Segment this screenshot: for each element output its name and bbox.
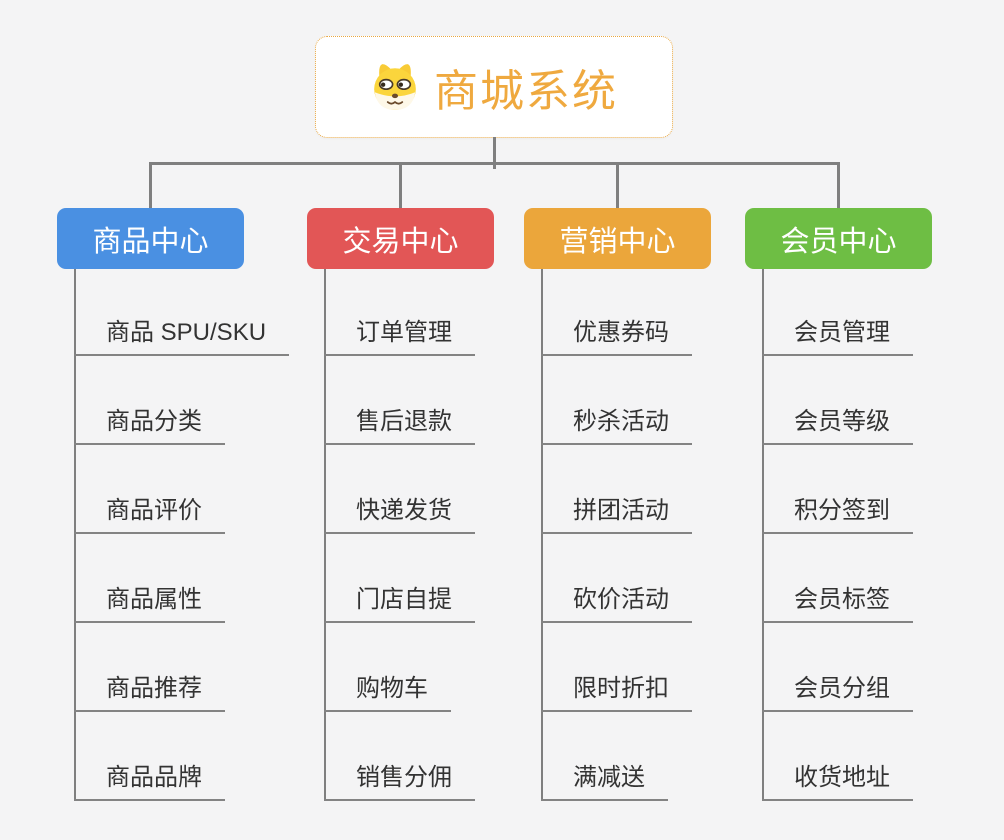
connector-root-stem: [493, 137, 496, 169]
branch-node-product-center[interactable]: 商品中心: [57, 208, 244, 269]
leaf-item[interactable]: 秒杀活动: [541, 397, 692, 445]
leaf-item[interactable]: 门店自提: [324, 575, 475, 623]
leaf-item[interactable]: 会员管理: [762, 308, 913, 356]
branch-marketing-center: 营销中心 优惠券码 秒杀活动 拼团活动 砍价活动 限时折扣 满减送: [524, 208, 764, 801]
leaf-item[interactable]: 限时折扣: [541, 664, 692, 712]
leaf-item[interactable]: 商品 SPU/SKU: [74, 308, 290, 356]
leaf-item[interactable]: 收货地址: [762, 753, 913, 801]
branch-node-marketing-center[interactable]: 营销中心: [524, 208, 711, 269]
leaf-item[interactable]: 会员等级: [762, 397, 913, 445]
leaf-item[interactable]: 售后退款: [324, 397, 475, 445]
leaf-item[interactable]: 销售分佣: [324, 753, 475, 801]
leaf-item[interactable]: 商品推荐: [74, 664, 225, 712]
leaf-item[interactable]: 商品属性: [74, 575, 225, 623]
leaf-item[interactable]: 订单管理: [324, 308, 475, 356]
connector-trunk-trade-center: [324, 269, 326, 801]
branch-product-center: 商品中心 商品 SPU/SKU 商品分类 商品评价 商品属性 商品推荐 商品品牌: [57, 208, 297, 801]
leaf-item[interactable]: 商品分类: [74, 397, 225, 445]
connector-trunk-member-center: [762, 269, 764, 801]
connector-trunk-product-center: [74, 269, 76, 801]
connector-trunk-marketing-center: [541, 269, 543, 801]
leaf-item[interactable]: 购物车: [324, 664, 451, 712]
leaf-item[interactable]: 拼团活动: [541, 486, 692, 534]
leaf-item[interactable]: 商品评价: [74, 486, 225, 534]
connector-stem-product-center: [149, 162, 152, 208]
leaf-item[interactable]: 会员分组: [762, 664, 913, 712]
branch-node-member-center[interactable]: 会员中心: [745, 208, 932, 269]
branch-trade-center: 交易中心 订单管理 售后退款 快递发货 门店自提 购物车 销售分佣: [307, 208, 547, 801]
connector-stem-trade-center: [399, 162, 402, 208]
leaf-item[interactable]: 快递发货: [324, 486, 475, 534]
leaf-item[interactable]: 积分签到: [762, 486, 913, 534]
root-node[interactable]: 商城系统: [315, 36, 673, 138]
connector-stem-marketing-center: [616, 162, 619, 208]
leaf-item[interactable]: 会员标签: [762, 575, 913, 623]
connector-horizontal-rail: [149, 162, 840, 165]
branch-node-trade-center[interactable]: 交易中心: [307, 208, 494, 269]
leaf-item[interactable]: 优惠券码: [541, 308, 692, 356]
connector-stem-member-center: [837, 162, 840, 208]
leaf-item[interactable]: 商品品牌: [74, 753, 225, 801]
leaf-item[interactable]: 砍价活动: [541, 575, 692, 623]
branch-member-center: 会员中心 会员管理 会员等级 积分签到 会员标签 会员分组 收货地址: [745, 208, 985, 801]
root-label: 商城系统: [434, 67, 618, 116]
leaf-item[interactable]: 满减送: [541, 753, 668, 801]
shiba-dog-icon: [370, 62, 420, 112]
